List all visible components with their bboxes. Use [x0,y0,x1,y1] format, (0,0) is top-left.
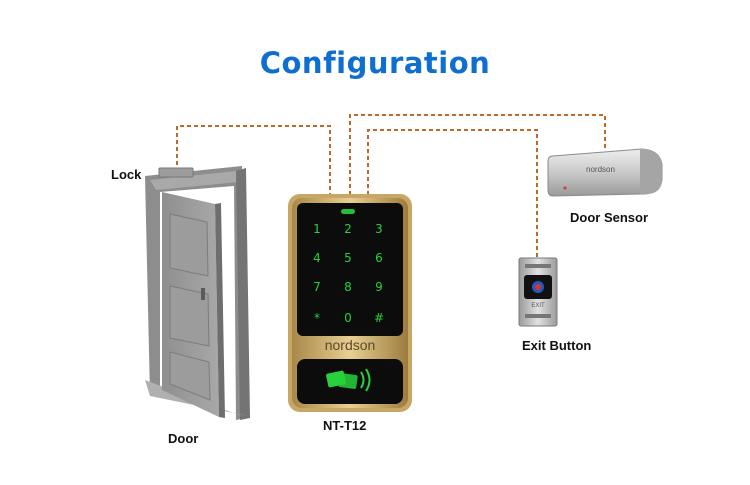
diagram-title: Configuration [259,46,491,80]
keypad-key-5: 5 [344,251,352,265]
wire-door-sensor [349,114,606,195]
label-exit-button: Exit Button [522,338,592,353]
door-handle [201,288,205,300]
keypad-key-7: 7 [313,280,321,294]
wire-exit-button [367,129,538,258]
door-sensor-device: nordson [547,148,663,197]
keypad-touch-panel [297,203,403,336]
keypad-key-hash: # [374,311,384,325]
door-frame [145,166,246,420]
lock-device [158,167,194,178]
wires [176,114,606,258]
keypad-keys: 1 2 3 4 5 6 7 8 9 * 0 # [313,222,384,325]
keypad-key-3: 3 [375,222,383,236]
exit-button-caption: EXIT [531,303,545,309]
exit-button-device: EXIT [518,257,558,327]
keypad-key-6: 6 [375,251,383,265]
keypad-key-4: 4 [313,251,321,265]
keypad-key-8: 8 [344,280,352,294]
wire-lock [176,125,331,195]
keypad-key-0: 0 [344,311,352,325]
label-keypad-model: NT-T12 [323,418,367,433]
keypad-key-star: * [314,311,320,325]
keypad-key-2: 2 [344,222,352,236]
label-door: Door [168,431,199,446]
keypad-key-1: 1 [313,222,321,236]
label-door-sensor: Door Sensor [570,210,649,225]
keypad-status-led [341,209,355,214]
keypad-key-9: 9 [375,280,383,294]
rfid-card-icon [326,368,371,392]
keypad-brand: nordson [325,337,376,353]
keypad-device: 1 2 3 4 5 6 7 8 9 * 0 # nordson [288,194,412,412]
label-lock: Lock [111,167,142,182]
sensor-brand: nordson [586,165,615,174]
door-illustration [145,166,250,420]
